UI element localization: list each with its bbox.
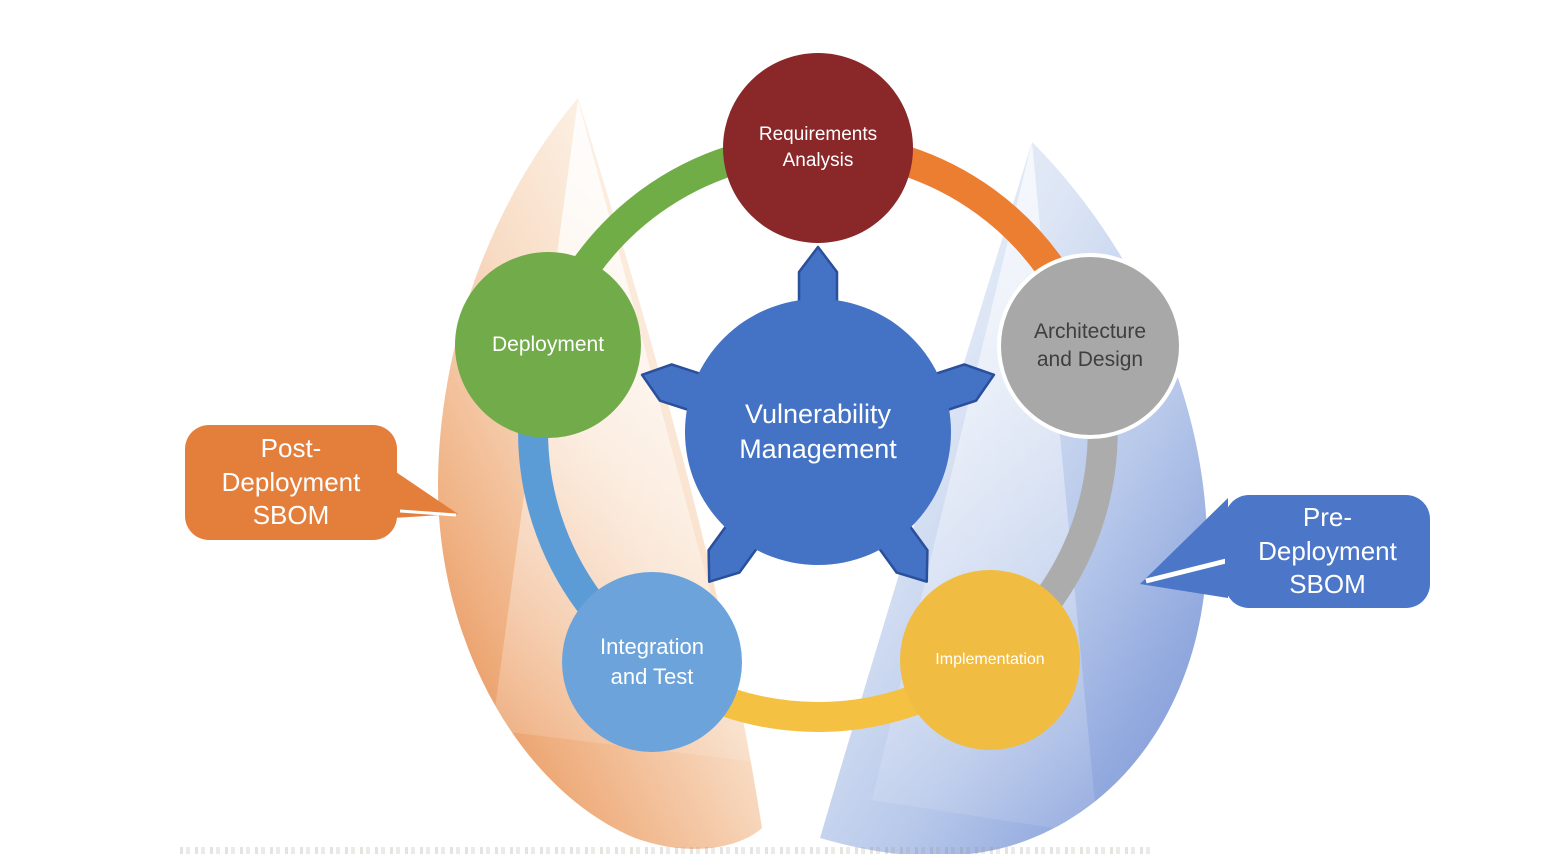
vulnerability-management-label: Vulnerability Management <box>739 398 897 464</box>
integration-and-test-node: Integration and Test <box>562 572 742 752</box>
implementation-label: Implementation <box>935 650 1045 668</box>
deployment-node: Deployment <box>455 252 641 438</box>
implementation-node: Implementation <box>900 570 1080 750</box>
deployment-label: Deployment <box>491 332 605 356</box>
requirements-analysis-label: Requirements Analysis <box>758 124 878 171</box>
post-deployment-sbom-callout: Post- Deployment SBOM <box>185 425 397 540</box>
post-deployment-callout-tail <box>393 470 458 518</box>
pre-deployment-sbom-callout: Pre- Deployment SBOM <box>1225 495 1430 608</box>
requirements-analysis-node: Requirements Analysis <box>723 53 913 243</box>
pre-deployment-sbom-label: Pre- Deployment SBOM <box>1258 501 1397 600</box>
cutoff-caption-strip <box>180 847 1150 854</box>
pre-deployment-callout-tail <box>1140 498 1231 598</box>
architecture-and-design-node: Architecture and Design <box>997 253 1183 439</box>
vulnerability-management-node: Vulnerability Management <box>685 299 951 565</box>
integration-and-test-label: Integration and Test <box>600 634 704 689</box>
post-deployment-sbom-label: Post- Deployment SBOM <box>221 432 361 531</box>
architecture-and-design-label: Architecture and Design <box>1033 319 1147 371</box>
